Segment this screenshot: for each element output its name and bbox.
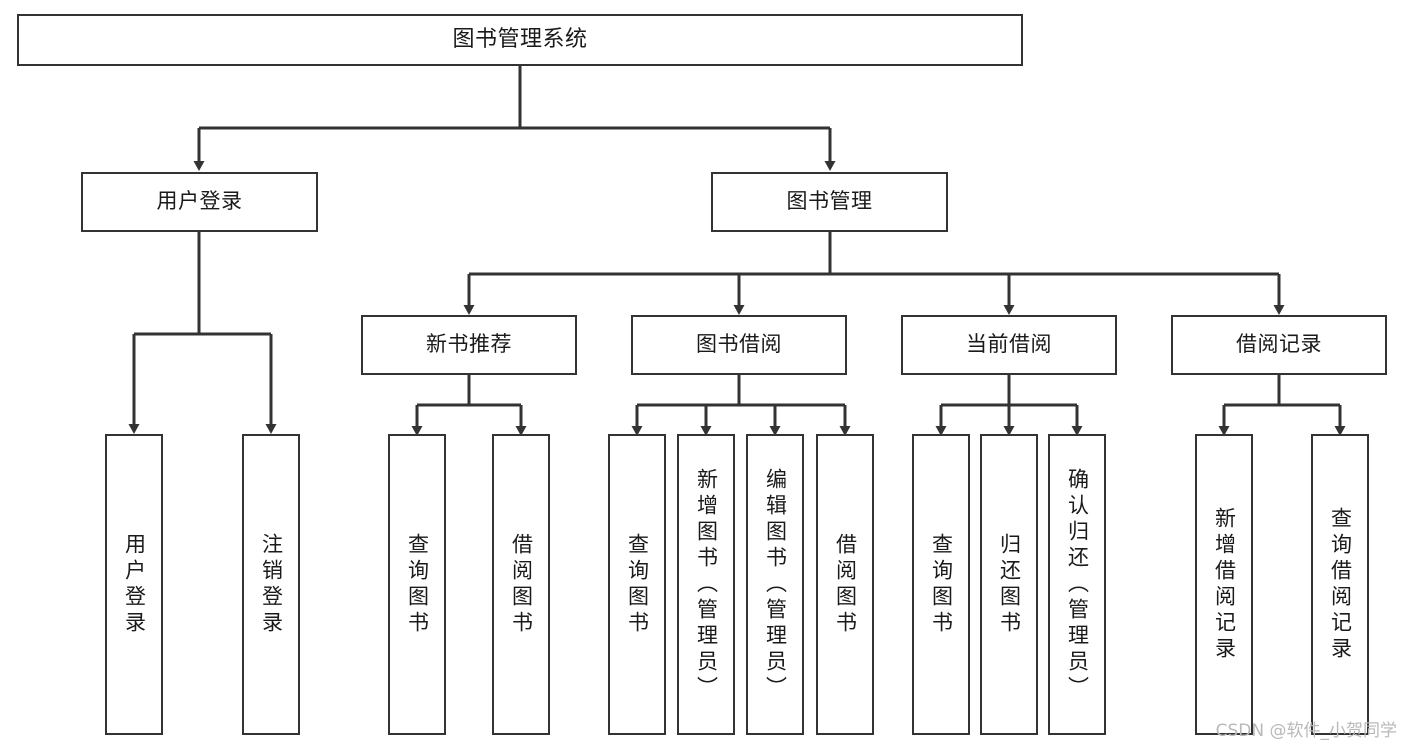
node-leaf-logout-login[interactable]: 注销登录 (242, 434, 300, 735)
node-leaf-query-record-label: 查询借阅记录 (1328, 506, 1353, 663)
node-leaf-edit-book-label: 编辑图书（管理员） (763, 467, 788, 702)
node-leaf-confirm-return-label: 确认归还（管理员） (1065, 467, 1090, 702)
node-borrow-record-label: 借阅记录 (1236, 332, 1322, 357)
node-root-label: 图书管理系统 (452, 26, 588, 52)
node-leaf-query-record[interactable]: 查询借阅记录 (1311, 434, 1369, 735)
node-leaf-borrow-book-2[interactable]: 借阅图书 (816, 434, 874, 735)
node-leaf-borrow-book-2-label: 借阅图书 (833, 532, 858, 637)
node-leaf-query-book-3[interactable]: 查询图书 (912, 434, 970, 735)
node-user-login-label: 用户登录 (156, 189, 243, 214)
node-leaf-borrow-book-1[interactable]: 借阅图书 (492, 434, 550, 735)
node-borrow-record[interactable]: 借阅记录 (1171, 315, 1387, 375)
node-leaf-user-login-label: 用户登录 (122, 532, 147, 637)
node-leaf-add-book[interactable]: 新增图书（管理员） (677, 434, 735, 735)
node-new-book-recommend-label: 新书推荐 (426, 332, 512, 357)
node-leaf-add-record-label: 新增借阅记录 (1212, 506, 1237, 663)
node-leaf-query-book-1-label: 查询图书 (405, 532, 430, 637)
node-leaf-user-login[interactable]: 用户登录 (105, 434, 163, 735)
node-leaf-query-book-1[interactable]: 查询图书 (388, 434, 446, 735)
node-current-borrow-label: 当前借阅 (966, 332, 1052, 357)
node-leaf-borrow-book-1-label: 借阅图书 (509, 532, 534, 637)
node-leaf-query-book-2[interactable]: 查询图书 (608, 434, 666, 735)
node-book-borrow[interactable]: 图书借阅 (631, 315, 847, 375)
node-book-manage-label: 图书管理 (786, 189, 873, 214)
node-leaf-edit-book[interactable]: 编辑图书（管理员） (746, 434, 804, 735)
node-root[interactable]: 图书管理系统 (17, 14, 1023, 66)
node-book-manage[interactable]: 图书管理 (711, 172, 948, 232)
node-leaf-query-book-2-label: 查询图书 (625, 532, 650, 637)
node-book-borrow-label: 图书借阅 (696, 332, 782, 357)
node-leaf-query-book-3-label: 查询图书 (929, 532, 954, 637)
node-user-login[interactable]: 用户登录 (81, 172, 318, 232)
node-leaf-add-record[interactable]: 新增借阅记录 (1195, 434, 1253, 735)
node-leaf-add-book-label: 新增图书（管理员） (694, 467, 719, 702)
node-leaf-logout-login-label: 注销登录 (259, 532, 284, 637)
node-new-book-recommend[interactable]: 新书推荐 (361, 315, 577, 375)
node-current-borrow[interactable]: 当前借阅 (901, 315, 1117, 375)
node-leaf-confirm-return[interactable]: 确认归还（管理员） (1048, 434, 1106, 735)
node-leaf-return-book-label: 归还图书 (997, 532, 1022, 637)
node-leaf-return-book[interactable]: 归还图书 (980, 434, 1038, 735)
